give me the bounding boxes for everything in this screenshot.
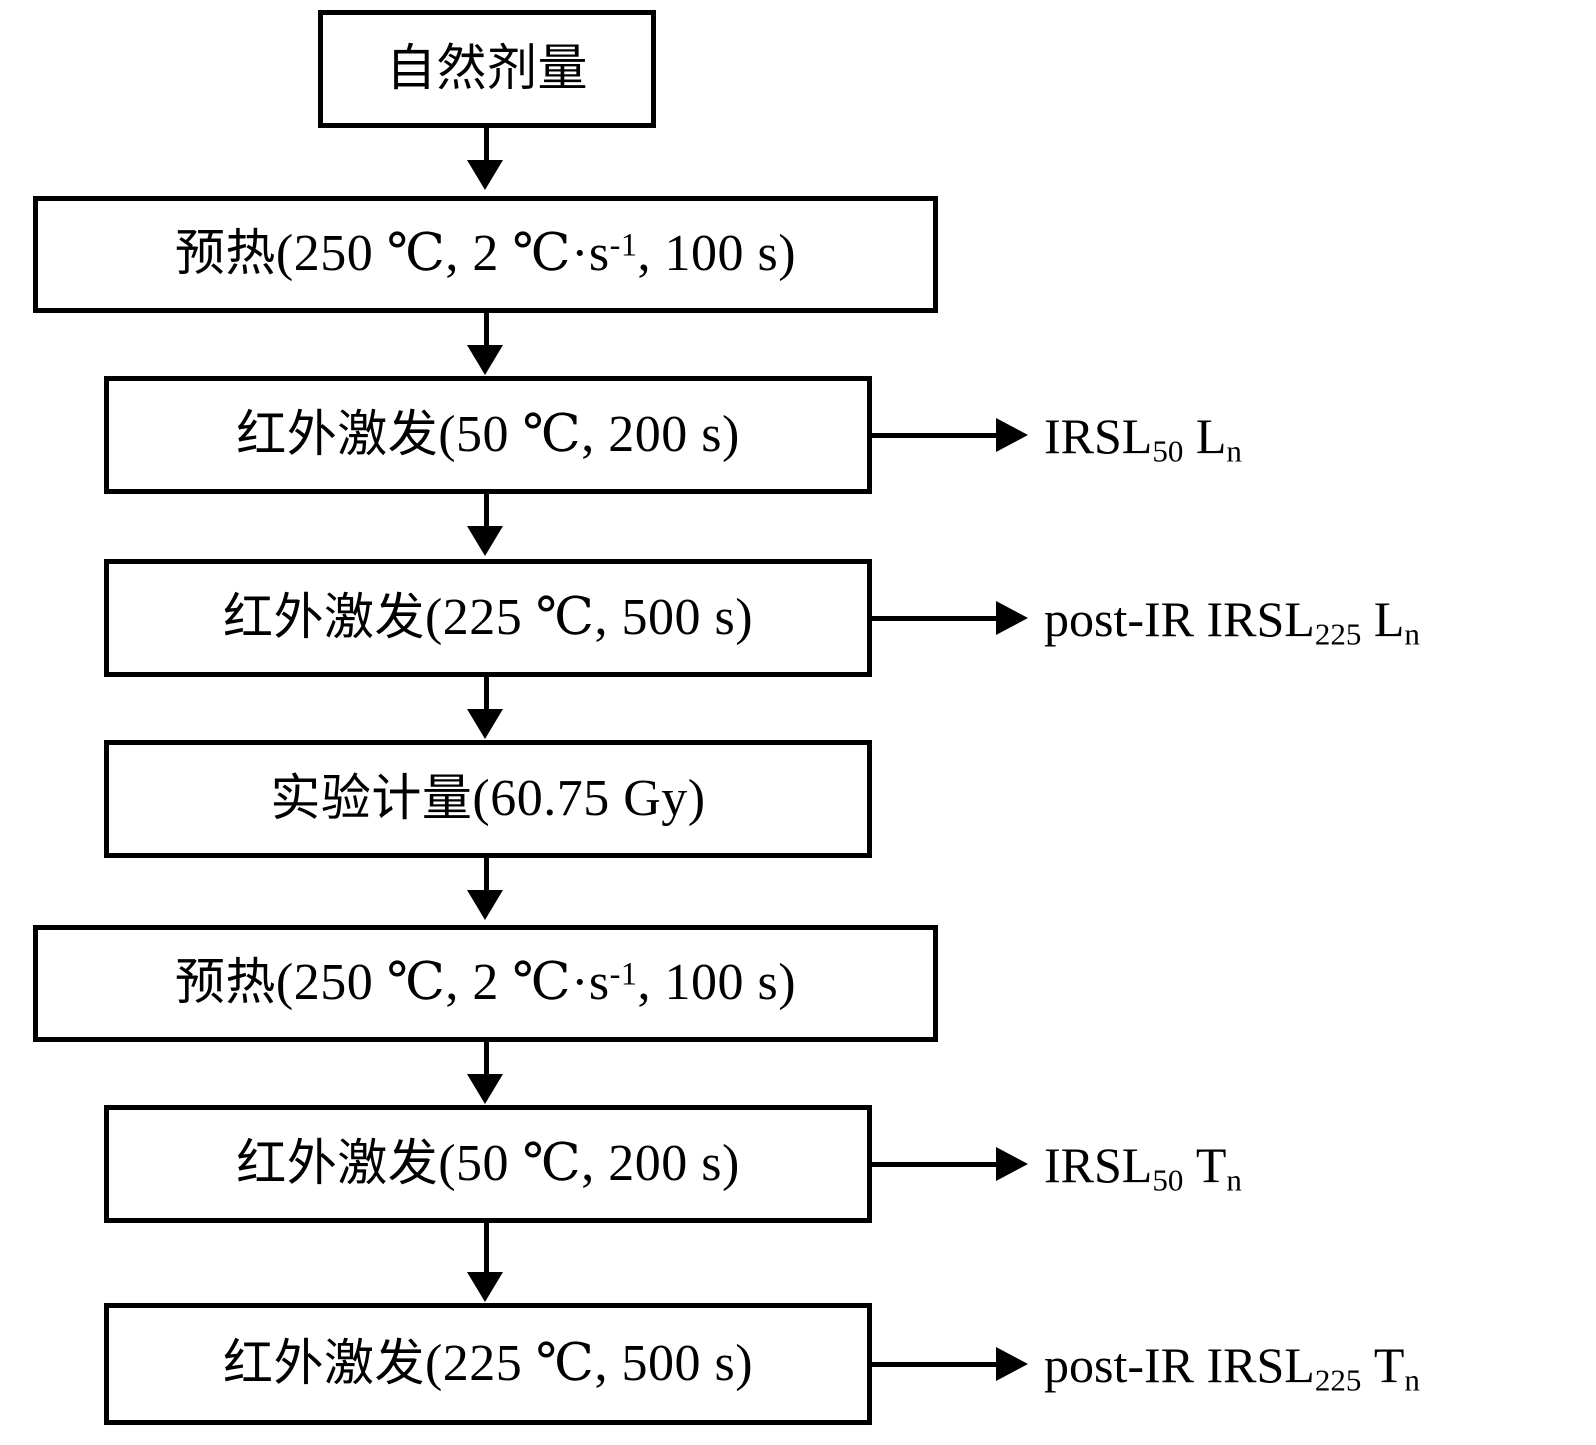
connector-1-shaft [484, 128, 489, 164]
output-label-postir-irsl225-tn: post-IR IRSL225 Tn [1044, 1337, 1420, 1398]
node-test-dose: 实验计量(60.75 Gy) [104, 740, 872, 858]
output-connector-4-shaft [872, 1362, 998, 1367]
output-connector-3-shaft [872, 1162, 998, 1167]
output-connector-1-arrowhead [996, 418, 1028, 452]
output-connector-4-arrowhead [996, 1347, 1028, 1381]
node-natural-dose: 自然剂量 [318, 10, 656, 128]
node-ir-stim-225-ln: 红外激发(225 ℃, 500 s) [104, 559, 872, 677]
output-connector-2-arrowhead [996, 601, 1028, 635]
node-ir-stim-50-ln: 红外激发(50 ℃, 200 s) [104, 376, 872, 494]
connector-1-arrowhead [467, 160, 503, 190]
node-preheat-2-label: 预热(250 ℃, 2 ℃·s-1, 100 s) [174, 953, 797, 1012]
node-ir-stim-50-tn-label: 红外激发(50 ℃, 200 s) [236, 1133, 740, 1192]
connector-3-shaft [484, 494, 489, 530]
node-natural-dose-label: 自然剂量 [386, 38, 588, 97]
connector-7-arrowhead [467, 1272, 503, 1302]
node-ir-stim-225-tn: 红外激发(225 ℃, 500 s) [104, 1303, 872, 1425]
node-ir-stim-225-tn-label: 红外激发(225 ℃, 500 s) [222, 1333, 754, 1392]
output-label-irsl50-tn: IRSL50 Tn [1044, 1137, 1242, 1198]
connector-3-arrowhead [467, 526, 503, 556]
connector-2-arrowhead [467, 345, 503, 375]
output-connector-2-shaft [872, 616, 998, 621]
connector-6-shaft [484, 1042, 489, 1078]
output-connector-3-arrowhead [996, 1147, 1028, 1181]
connector-5-shaft [484, 858, 489, 894]
output-connector-1-shaft [872, 433, 998, 438]
connector-6-arrowhead [467, 1074, 503, 1104]
node-preheat-1-label: 预热(250 ℃, 2 ℃·s-1, 100 s) [174, 224, 797, 283]
node-preheat-1: 预热(250 ℃, 2 ℃·s-1, 100 s) [33, 196, 938, 313]
connector-7-shaft [484, 1223, 489, 1273]
connector-5-arrowhead [467, 890, 503, 920]
connector-2-shaft [484, 313, 489, 349]
connector-4-arrowhead [467, 709, 503, 739]
node-ir-stim-50-ln-label: 红外激发(50 ℃, 200 s) [236, 404, 740, 463]
node-ir-stim-50-tn: 红外激发(50 ℃, 200 s) [104, 1105, 872, 1223]
output-label-postir-irsl225-ln: post-IR IRSL225 Ln [1044, 591, 1420, 652]
node-test-dose-label: 实验计量(60.75 Gy) [270, 768, 706, 827]
connector-4-shaft [484, 677, 489, 713]
output-label-irsl50-ln: IRSL50 Ln [1044, 408, 1242, 469]
node-preheat-2: 预热(250 ℃, 2 ℃·s-1, 100 s) [33, 925, 938, 1042]
node-ir-stim-225-ln-label: 红外激发(225 ℃, 500 s) [222, 587, 754, 646]
